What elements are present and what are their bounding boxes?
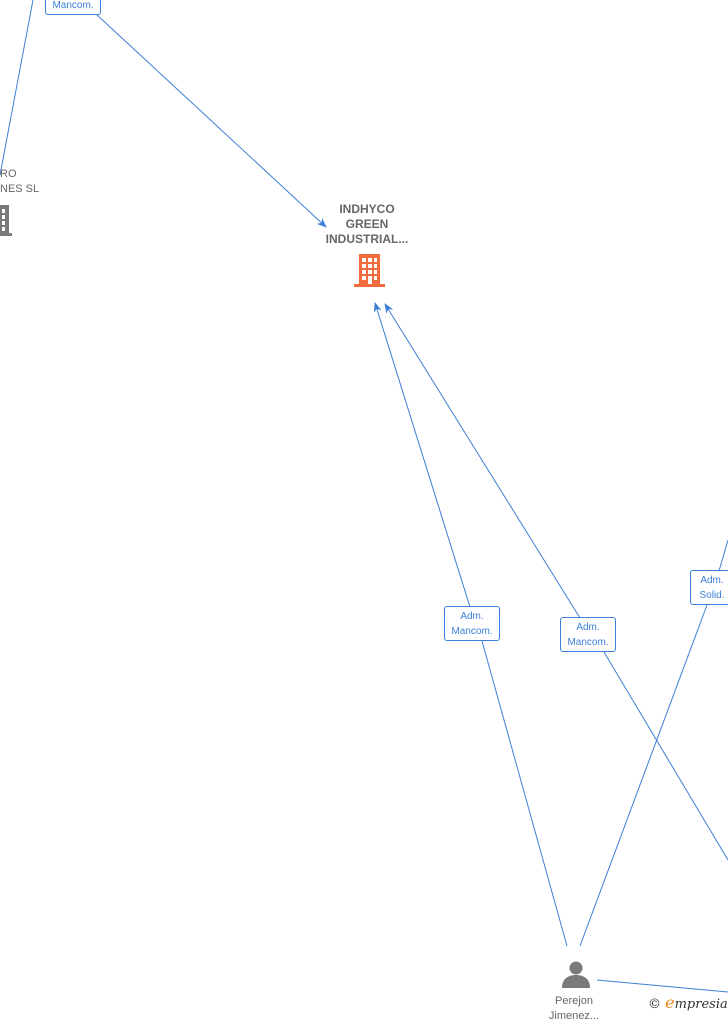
empresia-watermark: © empresia	[648, 993, 728, 1012]
edge-label-adm-solid[interactable]: Adm. Solid.	[690, 570, 728, 605]
edge-top-mancom-line	[95, 13, 327, 228]
edge-adm-mancom-2-line-b	[603, 651, 728, 861]
person-label[interactable]: Perejon Jimenez...	[548, 995, 600, 1022]
edge-adm-solid-line-a	[718, 539, 728, 572]
focus-company-label[interactable]: INDHYCO GREEN INDUSTRIAL...	[325, 202, 409, 246]
edge-person-right-line	[596, 979, 728, 993]
edge-label-mancom-top[interactable]: Mancom.	[45, 0, 101, 15]
edge-adm-mancom-1-line-b	[481, 640, 568, 947]
person-icon[interactable]	[562, 961, 590, 989]
edge-label-adm-mancom-2[interactable]: Adm. Mancom.	[560, 617, 616, 652]
edge-label-adm-mancom-1[interactable]: Adm. Mancom.	[444, 606, 500, 641]
building-icon[interactable]	[354, 254, 385, 287]
edge-adm-solid-line-b	[579, 604, 708, 947]
left-company-label[interactable]: RO NES SL	[0, 168, 40, 195]
copyright-symbol: ©	[648, 997, 661, 1012]
brand-name: mpresia	[674, 997, 728, 1012]
edge-adm-mancom-2-line-a	[384, 303, 581, 619]
edge-left-line	[0, 0, 34, 176]
brand-initial: e	[665, 993, 675, 1012]
edge-adm-mancom-1-line-a	[373, 302, 471, 608]
building-icon[interactable]	[0, 205, 12, 236]
